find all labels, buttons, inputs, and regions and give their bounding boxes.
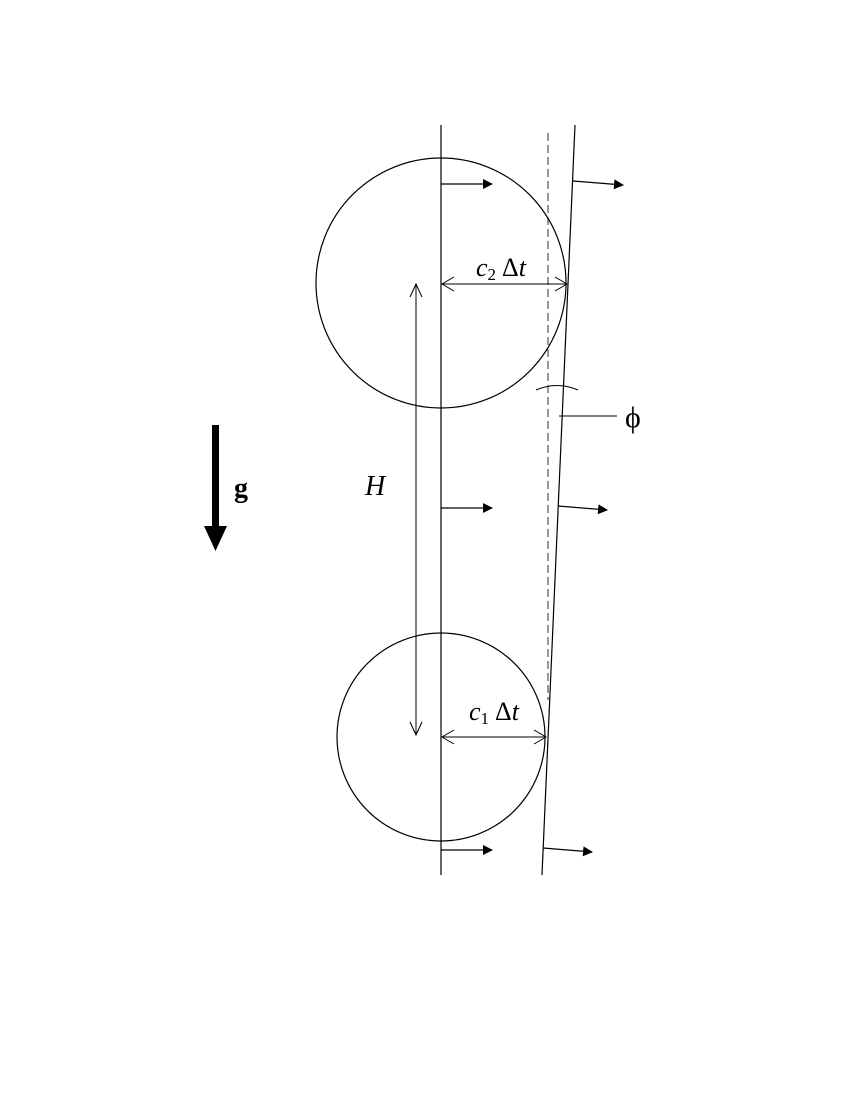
phi-arc [535, 385, 579, 391]
axis-arrows [441, 179, 493, 855]
c2-dimension [441, 276, 568, 292]
gravity-arrow [204, 425, 227, 551]
H-label: H [364, 471, 387, 502]
g-label: g [234, 473, 248, 504]
phi-label: ϕ [625, 401, 641, 434]
tilted-line [541, 124, 576, 876]
normal-arrows [542, 179, 624, 857]
c1-dimension [441, 729, 547, 745]
H-dimension [409, 282, 423, 737]
